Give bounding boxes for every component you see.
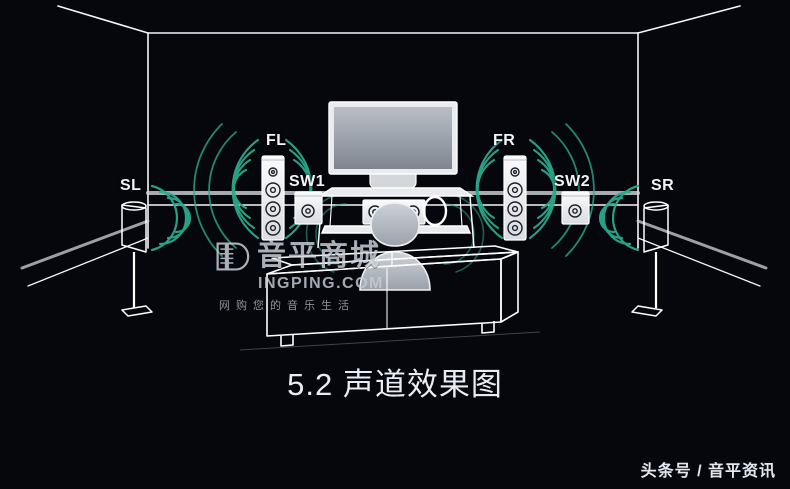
speaker-label-fl: FL bbox=[266, 132, 287, 149]
subwoofer-2 bbox=[561, 191, 590, 225]
sound-waves-surround-right bbox=[598, 184, 640, 252]
diagram-caption: 5.2 声道效果图 bbox=[287, 367, 503, 402]
sound-waves-surround-left bbox=[150, 184, 192, 252]
sound-waves-front-right-outer bbox=[551, 123, 595, 257]
speaker-label-sw2: SW2 bbox=[554, 173, 591, 190]
speaker-surround-left bbox=[121, 201, 153, 317]
source-credit: 头条号 / 音平资讯 bbox=[640, 463, 776, 480]
speaker-label-sw1: SW1 bbox=[289, 173, 326, 190]
speaker-label-fr: FR bbox=[493, 132, 516, 149]
av-receiver bbox=[422, 195, 448, 227]
speaker-surround-right bbox=[631, 201, 669, 317]
seated-person bbox=[359, 202, 431, 291]
television bbox=[328, 101, 458, 193]
speaker-label-sl: SL bbox=[120, 177, 142, 194]
speaker-front-left bbox=[261, 155, 285, 241]
sound-waves-front-left-outer bbox=[193, 123, 237, 257]
floor-lines bbox=[239, 331, 541, 351]
sound-waves-front-right bbox=[475, 138, 557, 240]
speaker-label-sr: SR bbox=[651, 177, 675, 194]
sound-waves-front-left bbox=[231, 138, 313, 240]
sofa bbox=[266, 245, 519, 347]
subwoofer-1 bbox=[294, 191, 323, 225]
speaker-front-right bbox=[503, 155, 527, 241]
